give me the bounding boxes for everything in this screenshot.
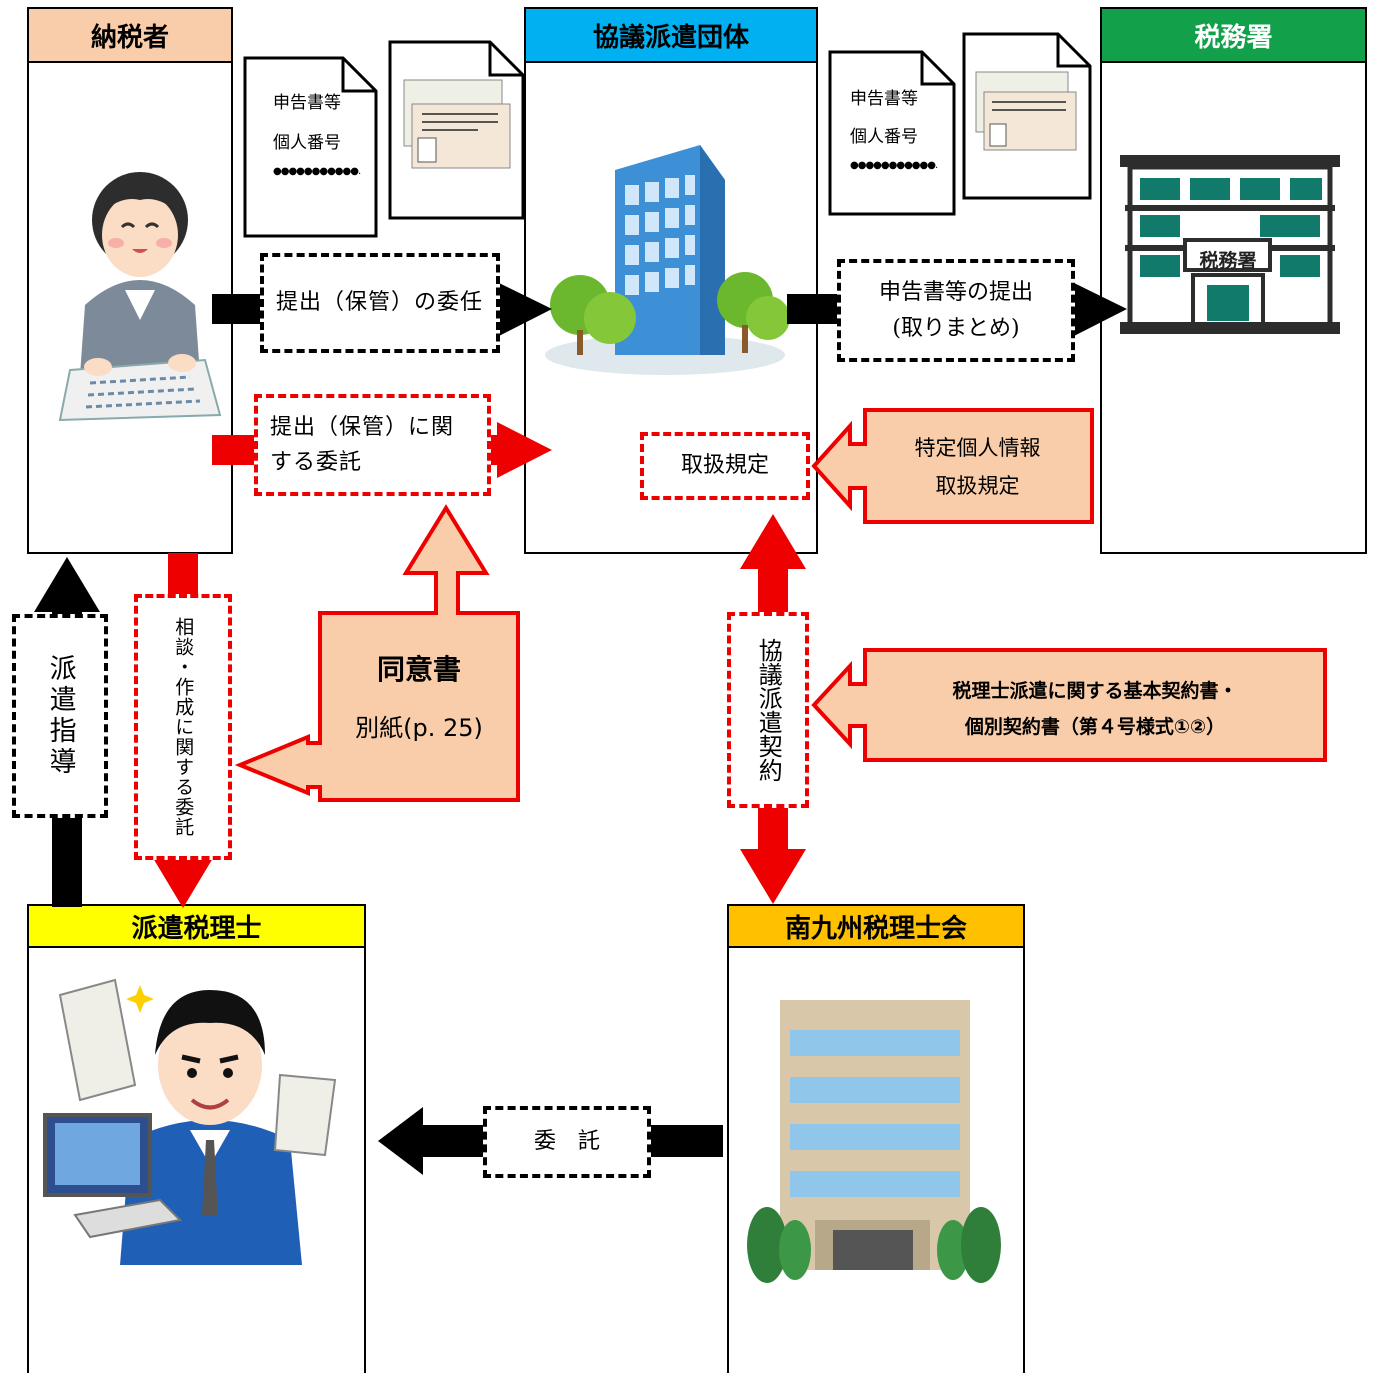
personal-info-line-2: 取扱規定 bbox=[935, 474, 1020, 498]
personal-info-line-1: 特定個人情報 bbox=[914, 436, 1041, 460]
delegation-submit-text: 提出（保管）の委任 bbox=[276, 290, 484, 316]
accountant-header: 派遣税理士 bbox=[29, 906, 364, 948]
consent-callout-arrow bbox=[234, 504, 520, 802]
contract-line-2: 個別契約書（第４号様式①②） bbox=[964, 716, 1226, 738]
doc-line-1: 申告書等 bbox=[850, 89, 918, 109]
consult-entrust-box: 相談・作成に関する委託 bbox=[134, 594, 232, 860]
association-header: 南九州税理士会 bbox=[729, 906, 1023, 948]
doc-line-2: 個人番号 bbox=[273, 133, 341, 153]
info-callout-arrow bbox=[811, 408, 1094, 524]
id-card-document-icon bbox=[962, 32, 1092, 200]
id-card-document-icon bbox=[388, 40, 525, 220]
consult-entrust-text: 相談・作成に関する委託 bbox=[172, 617, 195, 837]
delegation-entrust-text: 提出（保管）に関する委託 bbox=[270, 414, 455, 475]
council-contract-text: 協議派遣契約 bbox=[754, 638, 783, 782]
consent-title: 同意書 bbox=[376, 653, 461, 686]
consent-reference: 別紙(p. 25) bbox=[355, 714, 483, 742]
document-icon bbox=[243, 56, 378, 238]
tax-office-header: 税務署 bbox=[1102, 9, 1365, 63]
delegation-entrust-box: 提出（保管）に関する委託 bbox=[254, 394, 491, 496]
doc-line-3: ●●●●●●●●●●●. bbox=[850, 160, 938, 171]
contract-line-1: 税理士派遣に関する基本契約書・ bbox=[952, 680, 1238, 702]
association-building-icon bbox=[747, 1000, 1001, 1283]
handling-rules-box: 取扱規定 bbox=[640, 432, 810, 500]
document-icon bbox=[828, 50, 956, 216]
office-building-icon bbox=[545, 145, 790, 375]
tax-office-building-icon bbox=[1120, 155, 1340, 334]
dispatch-guidance-text: 派遣指導 bbox=[44, 654, 76, 778]
handling-rules-text: 取扱規定 bbox=[680, 453, 769, 479]
tax-return-document-2: 申告書等 個人番号 ●●●●●●●●●●●. bbox=[828, 50, 956, 216]
taxpayer-woman-icon bbox=[58, 172, 222, 422]
dispatch-org-header: 協議派遣団体 bbox=[526, 9, 816, 63]
council-contract-box: 協議派遣契約 bbox=[727, 612, 809, 808]
tax-return-submit-text-1: 申告書等の提出 bbox=[878, 280, 1033, 306]
doc-line-2: 個人番号 bbox=[850, 127, 918, 147]
taxpayer-panel: 納税者 bbox=[27, 7, 233, 554]
tax-return-document: 申告書等 個人番号 ●●●●●●●●●●●. bbox=[243, 56, 378, 238]
mynumber-card-document-2 bbox=[962, 32, 1092, 200]
contract-callout-arrow bbox=[811, 648, 1327, 762]
doc-line-1: 申告書等 bbox=[273, 93, 341, 113]
tax-office-sign: 税務署 bbox=[1199, 250, 1257, 272]
delegation-submit-box: 提出（保管）の委任 bbox=[260, 253, 500, 353]
taxpayer-header: 納税者 bbox=[29, 9, 231, 63]
accountant-man-icon bbox=[43, 978, 337, 1265]
mynumber-card-document bbox=[388, 40, 525, 220]
tax-return-submit-box: 申告書等の提出 (取りまとめ) bbox=[837, 259, 1075, 362]
dispatch-guidance-box: 派遣指導 bbox=[12, 614, 108, 818]
entrust-box: 委 託 bbox=[483, 1106, 651, 1178]
entrust-text: 委 託 bbox=[533, 1129, 600, 1155]
tax-return-submit-text-2: (取りまとめ) bbox=[892, 315, 1020, 341]
doc-line-3: ●●●●●●●●●●●. bbox=[273, 166, 361, 177]
